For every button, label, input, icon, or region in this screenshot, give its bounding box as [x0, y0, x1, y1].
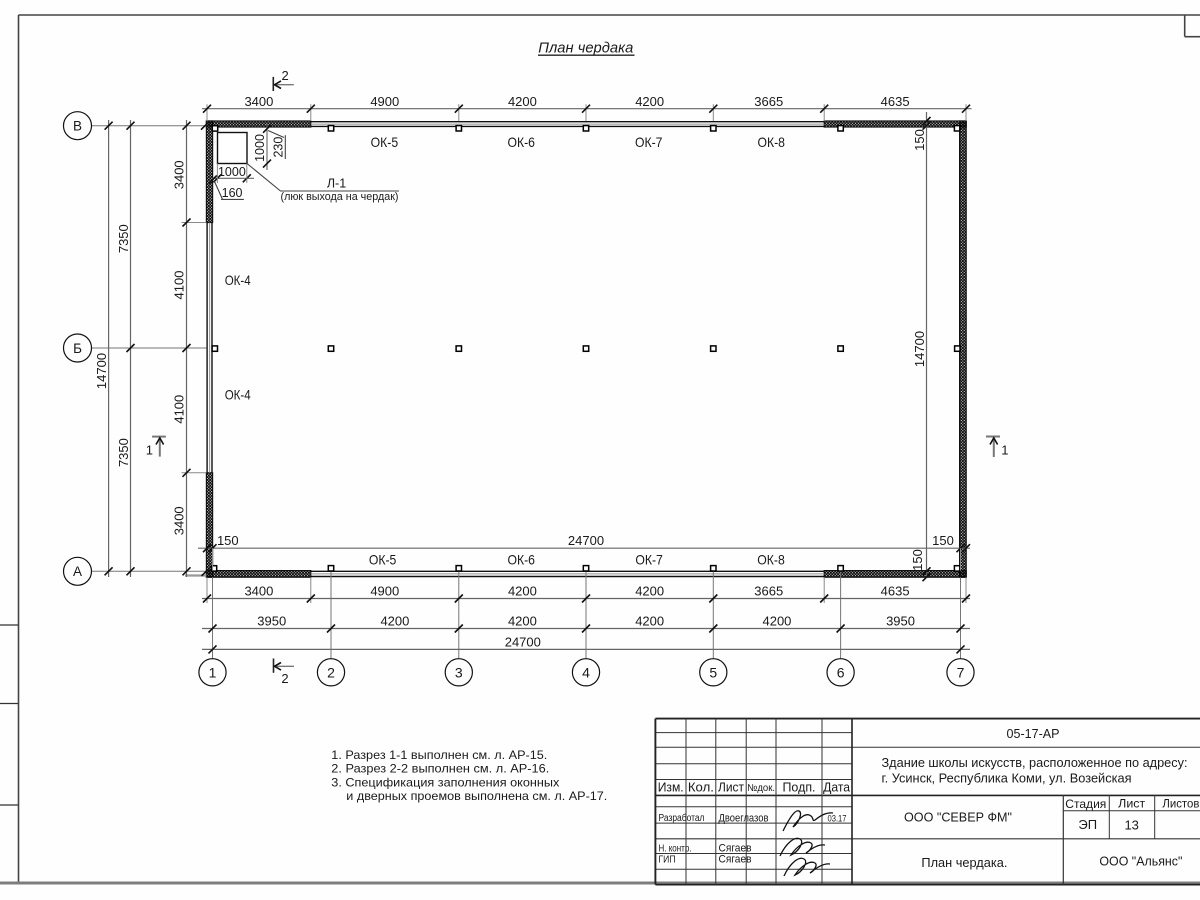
svg-text:03.17: 03.17 — [828, 814, 847, 825]
svg-text:ОК-8: ОК-8 — [757, 134, 785, 150]
svg-text:4100: 4100 — [172, 271, 187, 300]
svg-text:1: 1 — [209, 664, 217, 680]
svg-text:150: 150 — [932, 533, 954, 548]
svg-text:2: 2 — [281, 671, 288, 686]
svg-text:Н. контр.: Н. контр. — [659, 844, 692, 855]
svg-text:ОК-8: ОК-8 — [757, 552, 785, 568]
svg-text:План чердака.: План чердака. — [921, 856, 1007, 870]
svg-text:4200: 4200 — [762, 614, 791, 629]
svg-text:ОК-7: ОК-7 — [635, 134, 663, 150]
svg-text:2: 2 — [281, 68, 288, 83]
svg-text:4: 4 — [582, 664, 590, 680]
svg-text:4200: 4200 — [508, 584, 537, 599]
svg-text:3: 3 — [455, 664, 463, 680]
svg-text:3400: 3400 — [172, 160, 187, 189]
svg-text:Лист: Лист — [718, 779, 744, 794]
svg-text:ООО "СЕВЕР ФМ": ООО "СЕВЕР ФМ" — [904, 810, 1012, 825]
svg-text:Стадия: Стадия — [1065, 797, 1106, 811]
svg-text:Сягаев: Сягаев — [719, 854, 752, 866]
svg-text:4200: 4200 — [635, 614, 664, 629]
svg-text:6: 6 — [837, 664, 845, 680]
svg-text:ОК-5: ОК-5 — [371, 134, 399, 150]
svg-text:Дата: Дата — [823, 779, 851, 794]
svg-text:1: 1 — [146, 442, 153, 457]
svg-text:24700: 24700 — [505, 635, 541, 650]
svg-text:Сягаев: Сягаев — [719, 843, 752, 855]
svg-text:3665: 3665 — [754, 94, 783, 109]
svg-text:3950: 3950 — [886, 614, 915, 629]
svg-text:3. Спецификация заполнения око: 3. Спецификация заполнения оконных — [331, 776, 559, 789]
svg-text:№док.: №док. — [747, 783, 775, 794]
svg-text:3400: 3400 — [172, 506, 187, 535]
svg-text:3400: 3400 — [244, 584, 273, 599]
svg-text:ЭП: ЭП — [1078, 817, 1097, 832]
svg-text:ООО "Альянс": ООО "Альянс" — [1099, 854, 1182, 868]
svg-text:и дверных проемов выполнена см: и дверных проемов выполнена см. л. АР-17… — [346, 790, 607, 803]
svg-text:4635: 4635 — [881, 584, 910, 599]
svg-text:4635: 4635 — [881, 94, 910, 109]
svg-text:Разработал: Разработал — [659, 812, 705, 824]
svg-text:Л-1: Л-1 — [327, 176, 346, 190]
svg-text:4200: 4200 — [635, 94, 664, 109]
svg-text:5: 5 — [709, 664, 717, 680]
svg-text:Двоеглазов: Двоеглазов — [719, 812, 769, 824]
svg-text:ГИП: ГИП — [659, 854, 676, 865]
svg-text:Изм.: Изм. — [658, 779, 684, 794]
svg-text:4200: 4200 — [508, 94, 537, 109]
svg-text:ОК-5: ОК-5 — [369, 552, 397, 568]
svg-text:4100: 4100 — [172, 395, 187, 424]
svg-text:14700: 14700 — [94, 353, 109, 389]
svg-text:План чердака: План чердака — [538, 39, 633, 56]
svg-text:13: 13 — [1124, 817, 1138, 832]
svg-text:А: А — [73, 564, 82, 579]
svg-text:ОК-7: ОК-7 — [635, 552, 663, 568]
svg-text:В: В — [73, 118, 82, 133]
svg-text:230: 230 — [271, 137, 285, 158]
svg-text:4200: 4200 — [380, 614, 409, 629]
svg-text:7: 7 — [957, 664, 965, 680]
svg-text:160: 160 — [222, 186, 243, 200]
svg-text:1: 1 — [1001, 442, 1008, 457]
svg-text:24700: 24700 — [568, 533, 604, 548]
svg-text:150: 150 — [217, 533, 239, 548]
svg-text:05-17-АР: 05-17-АР — [1007, 726, 1060, 741]
svg-text:1000: 1000 — [253, 134, 267, 162]
svg-text:7350: 7350 — [116, 438, 131, 467]
svg-text:Кол.: Кол. — [688, 779, 714, 794]
svg-text:3400: 3400 — [244, 94, 273, 109]
svg-text:ОК-4: ОК-4 — [225, 386, 251, 402]
svg-text:ОК-6: ОК-6 — [507, 552, 535, 568]
svg-text:1. Разрез 1-1 выполнен см. л.: 1. Разрез 1-1 выполнен см. л. АР-15. — [331, 749, 547, 762]
svg-text:ОК-4: ОК-4 — [225, 272, 251, 288]
svg-text:14700: 14700 — [912, 331, 927, 367]
svg-text:1000: 1000 — [218, 165, 246, 179]
svg-text:4200: 4200 — [635, 584, 664, 599]
svg-text:3665: 3665 — [754, 584, 783, 599]
svg-text:г. Усинск, Республика Коми, ул: г. Усинск, Республика Коми, ул. Возейска… — [882, 771, 1132, 785]
svg-text:150: 150 — [910, 549, 925, 571]
svg-text:2. Разрез 2-2 выполнен см. л.: 2. Разрез 2-2 выполнен см. л. АР-16. — [331, 763, 549, 776]
svg-text:4900: 4900 — [370, 584, 399, 599]
svg-text:Листов: Листов — [1162, 797, 1199, 811]
svg-text:Лист: Лист — [1118, 797, 1146, 811]
svg-text:7350: 7350 — [116, 224, 131, 253]
svg-text:4200: 4200 — [508, 614, 537, 629]
svg-text:150: 150 — [912, 129, 927, 151]
svg-text:Б: Б — [73, 341, 82, 356]
svg-text:2: 2 — [327, 664, 335, 680]
svg-text:Здание школы искусств, располо: Здание школы искусств, расположенное по … — [882, 756, 1188, 770]
svg-text:ОК-6: ОК-6 — [507, 134, 535, 150]
svg-text:3950: 3950 — [257, 614, 286, 629]
svg-text:(люк выхода на чердак): (люк выхода на чердак) — [281, 191, 399, 203]
svg-text:Подп.: Подп. — [783, 779, 816, 794]
svg-text:4900: 4900 — [370, 94, 399, 109]
